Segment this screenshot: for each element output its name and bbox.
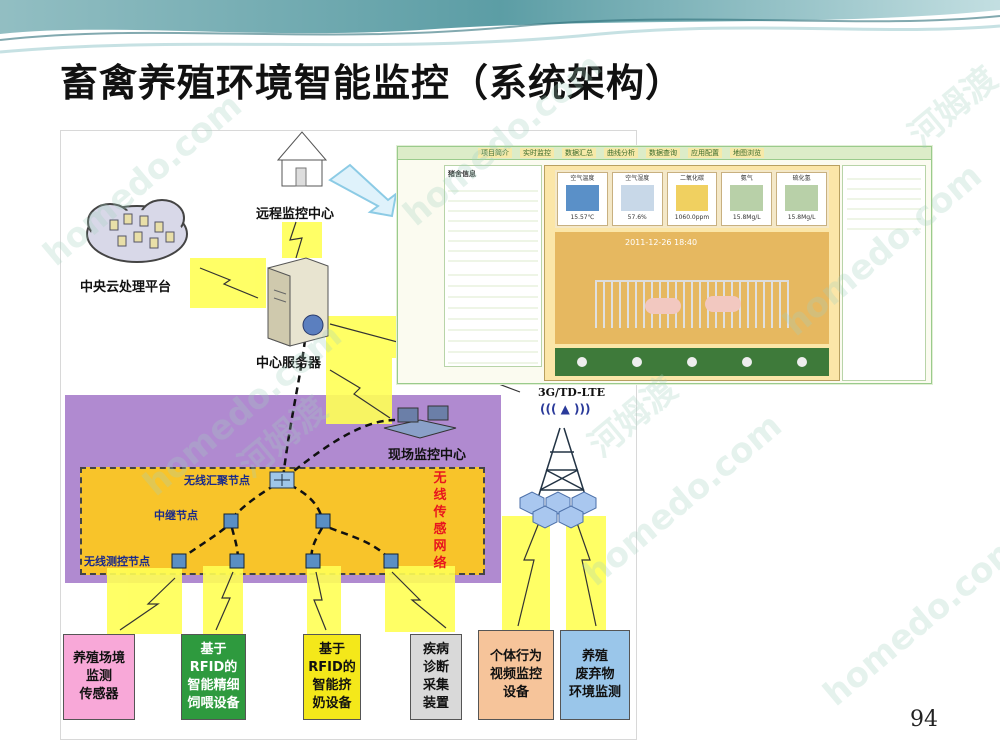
screen-tab[interactable]: 应用配置 xyxy=(688,148,722,158)
ammonia-icon xyxy=(730,185,764,211)
pen-fence xyxy=(595,280,789,328)
device-box-rfid-feeding: 基于 RFID的 智能精细 饲喂设备 xyxy=(181,634,246,720)
info-rows xyxy=(448,182,538,262)
screen-tab[interactable]: 项目简介 xyxy=(478,148,512,158)
relay-node-icons xyxy=(223,513,331,529)
page-title: 畜禽养殖环境智能监控（系统架构） xyxy=(60,61,685,105)
gauge-value: 57.6% xyxy=(627,214,647,221)
gauge-strip: 空气温度 15.57℃ 空气湿度 57.6% 二氧化碳 1060.0ppm 氨气 15.… xyxy=(555,170,829,228)
thermometer-icon xyxy=(566,185,599,211)
pig-icon xyxy=(645,298,681,314)
tree-items xyxy=(847,170,921,230)
gauge-value: 15.8Mg/L xyxy=(787,214,816,221)
cell-tower-icon xyxy=(537,427,587,499)
fan-icon[interactable] xyxy=(741,357,752,367)
device-box-disease-diagnosis: 疾病 诊断 采集 装置 xyxy=(410,634,462,720)
gauge-value: 15.8Mg/L xyxy=(732,214,761,221)
header-swoosh xyxy=(0,0,1000,54)
server-icon xyxy=(267,257,329,347)
tree-panel xyxy=(842,165,926,381)
screen-tab[interactable]: 曲线分析 xyxy=(604,148,638,158)
screen-tab[interactable]: 数据汇总 xyxy=(562,148,596,158)
device-box-environment-sensor: 养殖场境 监测 传感器 xyxy=(63,634,135,720)
humidity-icon xyxy=(620,185,654,211)
gauge-label: 氨气 xyxy=(740,175,753,182)
barn-timestamp: 2011-12-26 18:40 xyxy=(625,238,698,247)
barn-interior: 2011-12-26 18:40 xyxy=(555,232,829,344)
screen-tabs: 项目简介 实时监控 数据汇总 曲线分析 数据查询 应用配置 地图浏览 xyxy=(478,148,764,158)
co2-icon xyxy=(675,185,709,211)
gauge-value: 1060.0ppm xyxy=(674,214,710,221)
device-box-waste-monitoring: 养殖 废弃物 环境监测 xyxy=(560,630,630,720)
gauge-label: 空气湿度 xyxy=(625,175,650,182)
sensor-node-label: 无线测控节点 xyxy=(84,555,150,568)
info-panel-title: 猪舍信息 xyxy=(448,170,476,178)
h2s-icon xyxy=(785,185,818,211)
fan-icon[interactable] xyxy=(686,357,697,367)
device-control-strip xyxy=(555,348,829,376)
cloud-platform-label: 中央云处理平台 xyxy=(80,280,172,295)
sensor-node-icons xyxy=(171,553,399,569)
gauge-label: 空气温度 xyxy=(570,175,595,182)
signal-icon: ((( ▲ ))) xyxy=(540,402,591,416)
page-number: 94 xyxy=(910,707,938,732)
lamp-icon[interactable] xyxy=(577,357,588,367)
sensor-table xyxy=(448,265,538,365)
info-panel: 猪舍信息 xyxy=(444,165,542,367)
lamp-icon[interactable] xyxy=(796,357,807,367)
gauge-label: 硫化氢 xyxy=(792,175,811,182)
wsn-label: 无 线 传 感 网 络 xyxy=(433,471,447,571)
device-box-video-monitoring: 个体行为 视频监控 设备 xyxy=(478,630,554,720)
arrow-icon xyxy=(328,163,398,218)
fan-icon[interactable] xyxy=(632,357,643,367)
relay-node-label: 中继节点 xyxy=(154,509,198,522)
screen-tab[interactable]: 地图浏览 xyxy=(730,148,764,158)
house-icon xyxy=(276,131,328,187)
pig-icon xyxy=(705,296,741,312)
computer-icon xyxy=(383,405,457,439)
screen-tab[interactable]: 数据查询 xyxy=(646,148,680,158)
hex-base-icon xyxy=(519,491,597,529)
screen-tab[interactable]: 实时监控 xyxy=(520,148,554,158)
sink-node-icon xyxy=(269,471,295,489)
cloud-icon xyxy=(86,199,188,263)
monitoring-software-screenshot: 项目简介 实时监控 数据汇总 曲线分析 数据查询 应用配置 地图浏览 猪舍信息 … xyxy=(397,146,932,384)
network-label: 3G/TD-LTE xyxy=(538,386,605,399)
remote-center-label: 远程监控中心 xyxy=(256,207,335,222)
gauge-value: 15.57℃ xyxy=(570,214,595,221)
site-center-label: 现场监控中心 xyxy=(388,448,467,463)
screen-tab-bar: 项目简介 实时监控 数据汇总 曲线分析 数据查询 应用配置 地图浏览 xyxy=(398,147,931,160)
device-box-rfid-milking: 基于 RFID的 智能挤 奶设备 xyxy=(303,634,361,720)
gauge-label: 二氧化碳 xyxy=(679,175,704,182)
central-server-label: 中心服务器 xyxy=(256,356,322,371)
sink-node-label: 无线汇聚节点 xyxy=(184,474,250,487)
barn-view: 空气温度 15.57℃ 空气湿度 57.6% 二氧化碳 1060.0ppm 氨气 15.… xyxy=(544,165,840,381)
